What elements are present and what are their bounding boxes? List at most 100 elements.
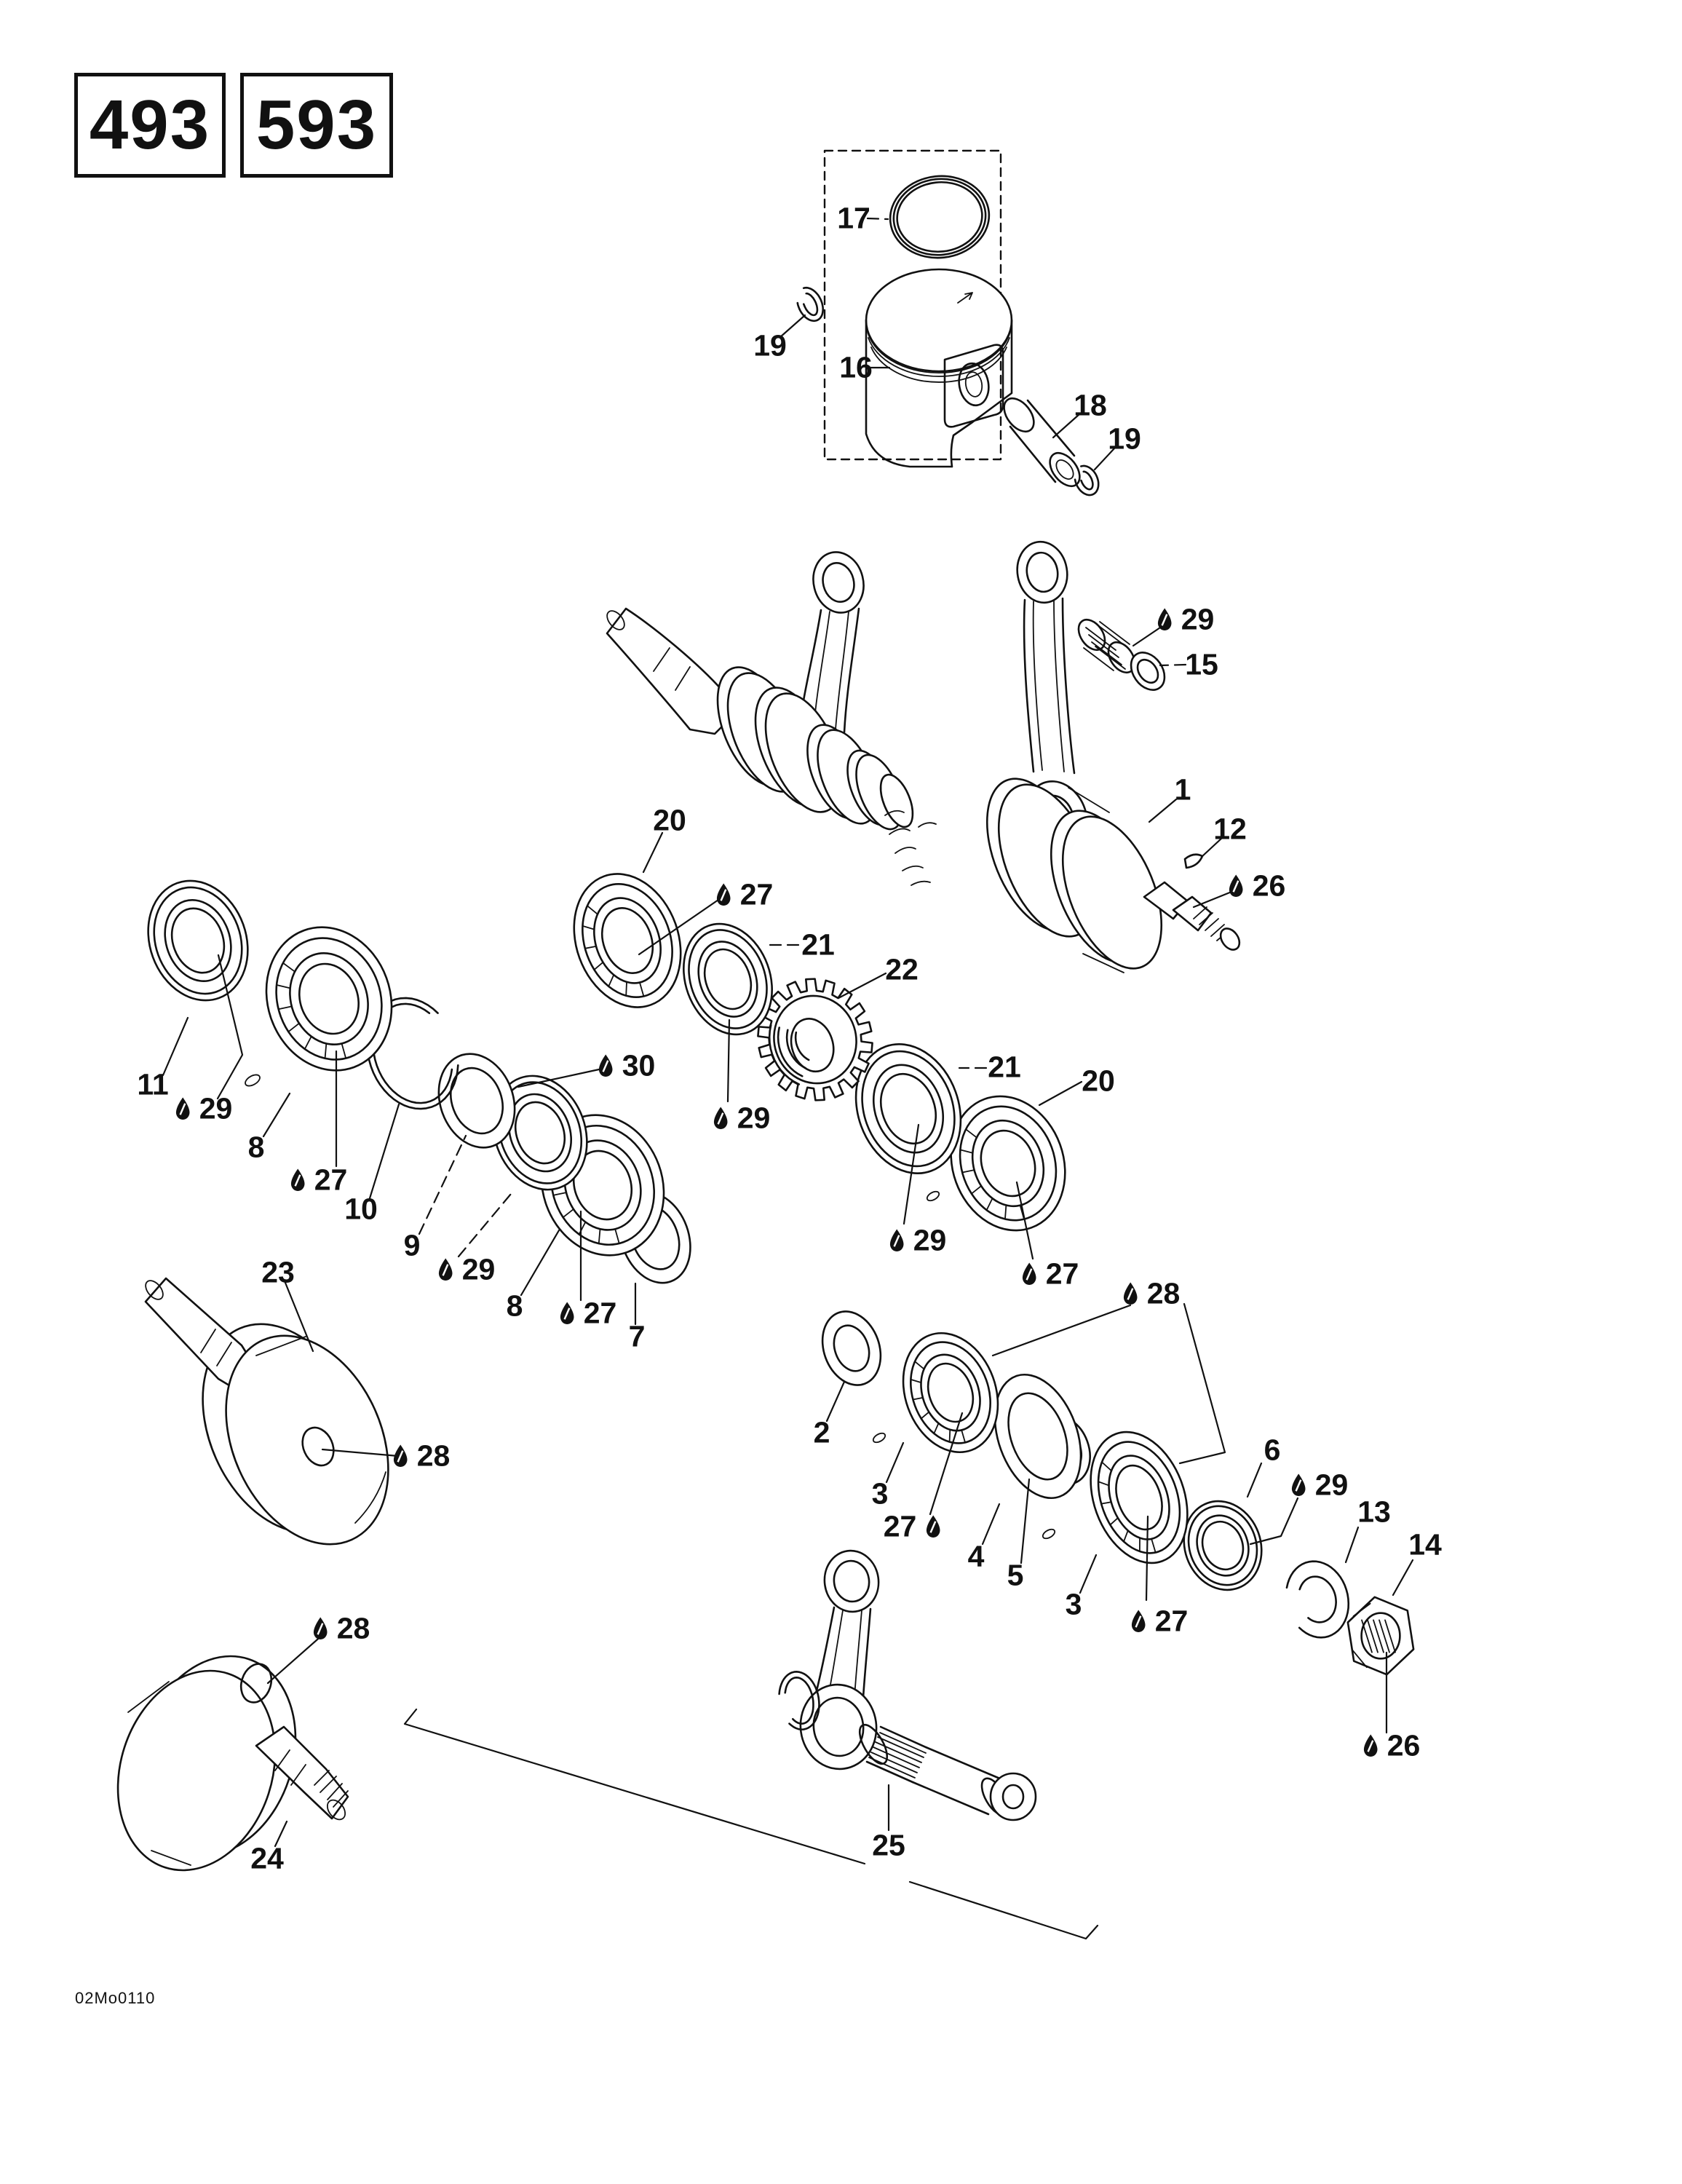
leader-18	[1052, 413, 1081, 439]
crank-half-23	[144, 1277, 389, 1546]
callout-21-left: 21	[801, 930, 835, 960]
part-number: 26	[1387, 1728, 1421, 1762]
callout-27-3left: 27	[883, 1509, 943, 1543]
piston-ring-17	[889, 175, 991, 259]
callout-13: 13	[1357, 1497, 1391, 1527]
circlip-19-right	[1074, 464, 1100, 496]
bearing-20-right	[950, 1095, 1066, 1232]
callout-27-20right: 27	[1020, 1259, 1079, 1289]
leader-8-right	[520, 1229, 560, 1297]
callout-15: 15	[1185, 649, 1218, 680]
leader-19-piston-left	[779, 314, 806, 339]
callout-1: 1	[1175, 775, 1191, 805]
oil-drop-icon	[1290, 1473, 1308, 1497]
seal-middle	[492, 1075, 588, 1191]
part-number: 30	[622, 1048, 656, 1083]
callout-24: 24	[250, 1843, 284, 1874]
part-number: 17	[837, 201, 870, 235]
oil-drop-icon	[558, 1302, 576, 1326]
leader-17	[866, 217, 889, 221]
callout-27-20left: 27	[715, 879, 773, 910]
oil-drop-icon	[1227, 874, 1245, 898]
part-number: 3	[1065, 1587, 1082, 1621]
part-number: 27	[883, 1509, 917, 1543]
drawing-code: 02Mo0110	[75, 1989, 156, 2007]
callout-7: 7	[628, 1319, 646, 1353]
leader-28-24	[266, 1633, 325, 1685]
retaining-ring-10	[366, 997, 459, 1110]
leader-28-23	[321, 1448, 400, 1457]
model-badge-593: 593	[240, 73, 393, 178]
oil-drop-icon	[924, 1515, 942, 1539]
callout-16: 16	[839, 352, 873, 383]
part-number: 3	[871, 1476, 889, 1511]
bearing-3-right	[1090, 1431, 1189, 1564]
part-number: 4	[967, 1539, 985, 1573]
part-number: 7	[628, 1319, 646, 1353]
part-number: 20	[653, 803, 686, 837]
part-number: 22	[885, 952, 919, 986]
drive-gear-teeth	[884, 810, 937, 886]
leader-2	[825, 1380, 846, 1423]
leader-27-3left	[929, 1412, 964, 1516]
leader-29-seal11	[216, 954, 244, 1100]
part-number: 23	[261, 1255, 295, 1289]
lock-washer-13	[1285, 1560, 1350, 1639]
callout-5: 5	[1007, 1558, 1024, 1592]
callout-11: 11	[137, 1067, 169, 1101]
part-number: 21	[801, 927, 835, 962]
leader-3-left	[885, 1441, 905, 1484]
part-number: 27	[1045, 1257, 1079, 1291]
model-number: 593	[255, 86, 378, 164]
oil-drop-icon	[174, 1097, 192, 1121]
seal-6	[1183, 1500, 1263, 1591]
callout-4: 4	[967, 1539, 985, 1573]
leader-3-right	[1079, 1554, 1098, 1594]
callout-27-8left: 27	[289, 1163, 348, 1197]
part-number: 29	[1314, 1468, 1349, 1502]
part-number: 5	[1007, 1558, 1024, 1592]
part-number: 29	[913, 1223, 947, 1257]
part-number: 8	[506, 1289, 523, 1323]
leader-6	[1246, 1462, 1263, 1498]
leader-8-left	[262, 1092, 291, 1138]
part-number: 18	[1074, 388, 1107, 422]
leader-4	[981, 1503, 1001, 1546]
leader-29-21left	[726, 1018, 731, 1103]
callout-28-bearings: 28	[1122, 1278, 1180, 1309]
part-number: 1	[1174, 772, 1191, 807]
model-number: 493	[89, 86, 211, 164]
leader-25	[403, 1708, 866, 1865]
callout-29-seal6: 29	[1290, 1468, 1349, 1502]
seal-21-left	[683, 922, 773, 1036]
callout-26-nut: 26	[1362, 1728, 1421, 1762]
part-number: 29	[461, 1252, 496, 1286]
oil-drop-icon	[1362, 1734, 1380, 1758]
callout-10: 10	[344, 1194, 378, 1224]
callout-29-21right: 29	[888, 1223, 947, 1257]
callout-3-right: 3	[1065, 1587, 1082, 1621]
seal-21-right	[854, 1042, 962, 1175]
leader-28-bearings	[991, 1304, 1132, 1357]
part-number: 27	[314, 1163, 348, 1197]
leader-29-21right	[903, 1123, 920, 1225]
callout-23: 23	[261, 1255, 295, 1289]
leader-29-needle	[1132, 623, 1166, 647]
part-number: 9	[403, 1228, 421, 1262]
part-number: 11	[137, 1067, 169, 1101]
part-number: 14	[1408, 1527, 1442, 1562]
part-number: 28	[416, 1439, 451, 1473]
part-number: 2	[813, 1415, 830, 1449]
part-number: 29	[737, 1101, 771, 1135]
leader-29-seal6	[1249, 1497, 1299, 1546]
piston-assembly	[823, 149, 1081, 488]
oil-drop-icon	[715, 883, 733, 907]
leader-29-sealmid	[457, 1192, 512, 1258]
crank-webs-right	[985, 778, 1163, 973]
callout-22: 22	[885, 952, 919, 986]
oil-drop-icon	[712, 1107, 730, 1131]
oil-drop-icon	[1020, 1262, 1039, 1286]
bearing-20-left	[573, 873, 682, 1008]
